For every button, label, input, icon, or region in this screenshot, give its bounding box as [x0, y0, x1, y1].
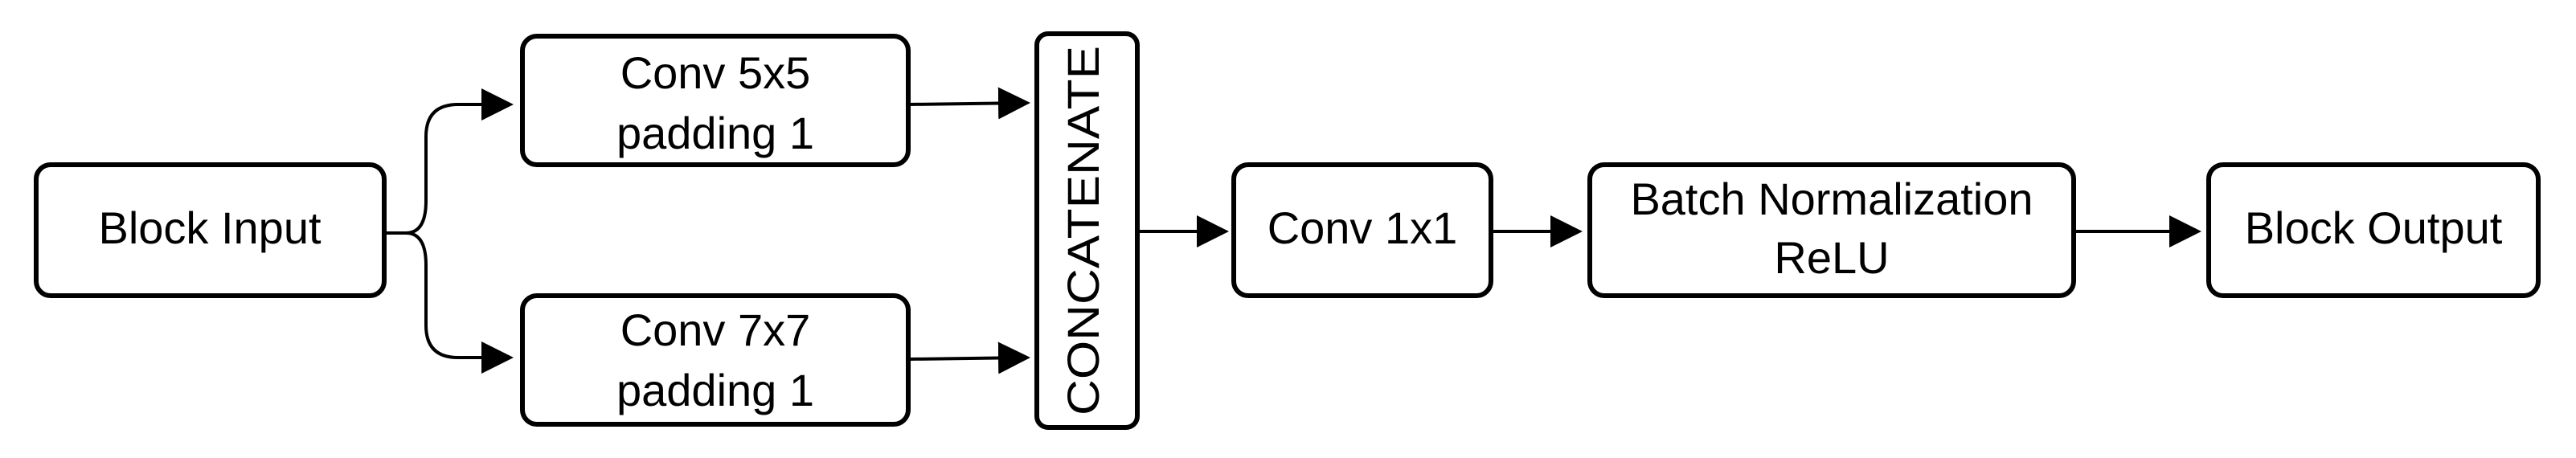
node-conv7-line1: Conv 7x7	[620, 305, 811, 355]
node-concatenate: CONCATENATE	[1034, 31, 1140, 430]
node-conv7-line2: padding 1	[616, 365, 814, 415]
node-conv7-box	[520, 293, 911, 427]
node-conv5-line1: Conv 5x5	[620, 47, 811, 98]
node-conv7: Conv 7x7 padding 1	[520, 293, 911, 427]
edge-conv7-to-concat	[907, 341, 1030, 374]
node-conv5-line2: padding 1	[616, 108, 814, 158]
node-conv5: Conv 5x5 padding 1	[520, 34, 911, 167]
edges	[384, 87, 2201, 374]
node-conv1x1-label: Conv 1x1	[1268, 202, 1458, 253]
node-block-input: Block Input	[34, 162, 387, 298]
edge-input-to-conv7	[405, 231, 514, 374]
node-bn-relu: Batch Normalization ReLU	[1587, 162, 2076, 298]
node-conv5-box	[520, 34, 911, 167]
node-bn-relu-line1: Batch Normalization	[1630, 174, 2033, 224]
node-block-output-label: Block Output	[2245, 202, 2503, 253]
node-conv1x1-box	[1231, 162, 1493, 298]
node-block-input-box	[34, 162, 387, 298]
node-concatenate-box	[1034, 31, 1140, 430]
edge-conv5-to-concat	[907, 87, 1030, 120]
node-block-output-box	[2206, 162, 2541, 298]
node-bn-relu-box	[1587, 162, 2076, 298]
edge-input-to-conv5	[405, 88, 514, 235]
node-conv1x1: Conv 1x1	[1231, 162, 1493, 298]
node-block-input-label: Block Input	[98, 202, 321, 253]
node-block-output: Block Output	[2206, 162, 2541, 298]
node-concatenate-label: CONCATENATE	[1058, 46, 1108, 415]
node-bn-relu-line2: ReLU	[1774, 232, 1889, 283]
